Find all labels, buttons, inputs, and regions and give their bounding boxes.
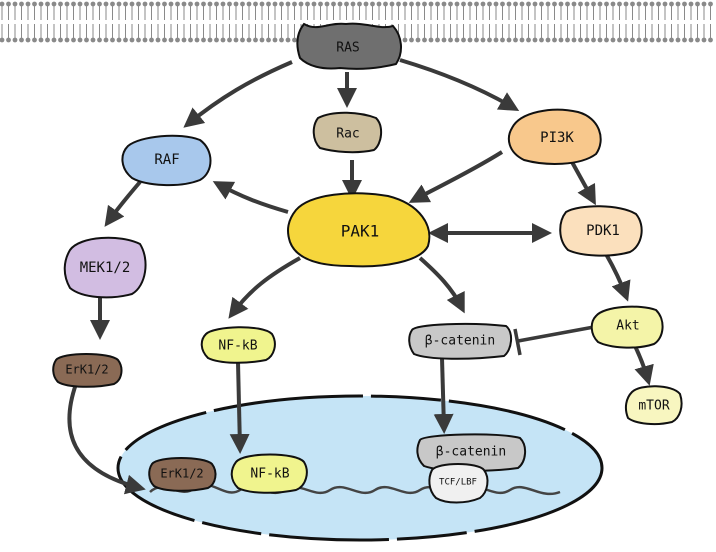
arrow-ras-pi3k [399,58,520,112]
node-nfkb-nucleus: NF-kB [230,453,308,494]
node-ras: RAS [296,22,402,70]
node-mtor: mTOR [624,385,683,426]
node-rac: Rac [312,111,382,154]
inhibition-akt-bcatenin [517,325,595,343]
label-nfkb: NF-kB [218,339,257,354]
node-pak1: PAK1 [287,192,431,268]
arrow-erk-nucleus [67,383,146,495]
label-erk-nucleus: ErK1/2 [160,467,203,481]
node-erk: ErK1/2 [52,353,123,388]
label-bcatenin-nucleus: β-catenin [436,445,506,460]
label-raf: RAF [154,152,179,168]
label-erk: ErK1/2 [65,363,108,377]
label-rac: Rac [336,127,359,142]
label-ras: RAS [336,41,359,56]
node-pi3k: PI3K [507,108,602,165]
arrow-pdk1-akt [604,253,631,302]
label-mtor: mTOR [638,399,669,414]
cell-membrane [0,1,713,43]
label-pak1: PAK1 [341,222,380,241]
label-mek: MEK1/2 [80,260,131,276]
arrow-bcatenin-nucleus [433,357,454,434]
dna-strand [149,483,561,496]
arrow-ras-raf [183,60,293,128]
label-pdk1: PDK1 [586,223,620,239]
node-tcf: TCF/LBF [428,463,489,504]
inhibition-bar [513,328,522,356]
arrow-akt-mtor [632,343,654,386]
label-tcf: TCF/LBF [439,478,477,488]
arrow-pi3k-pak1 [408,150,504,203]
node-erk-nucleus: ErK1/2 [148,457,217,492]
label-bcatenin: β-catenin [425,334,495,349]
node-nfkb: NF-kB [200,326,276,364]
arrow-pak1-nfkb [228,256,301,319]
node-bcatenin-nucleus: β-catenin [416,433,526,472]
label-nfkb-nucleus: NF-kB [250,467,289,482]
label-akt: Akt [616,319,639,334]
node-akt: Akt [590,305,664,349]
arrow-pi3k-pdk1 [570,161,596,206]
arrow-pak1-bcatenin [418,256,465,314]
arrow-pak1-raf [212,181,289,214]
node-bcatenin: β-catenin [408,322,512,360]
label-pi3k: PI3K [540,130,574,146]
node-pdk1: PDK1 [559,205,643,257]
arrow-nfkb-nucleus [229,361,250,454]
arrow-raf-mek [104,180,142,227]
node-mek: MEK1/2 [63,236,147,299]
node-raf: RAF [121,134,212,187]
